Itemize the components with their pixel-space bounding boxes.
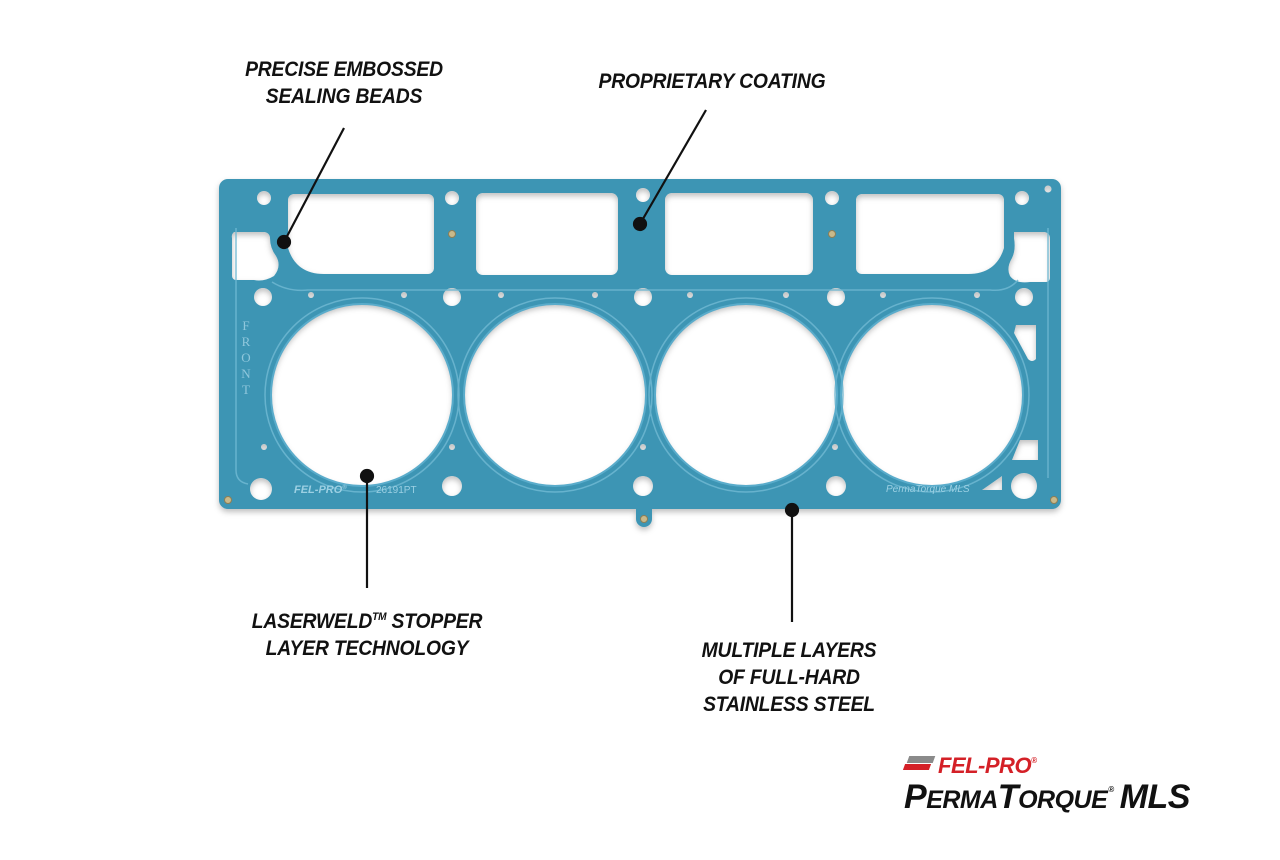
- callout-stopper-word: STOPPER: [386, 610, 483, 633]
- front-marking: FRONT: [241, 318, 251, 397]
- brand-logo: FEL-PRO® PERMATORQUE®MLS: [902, 750, 1224, 815]
- logo-mls: MLS: [1119, 778, 1191, 816]
- callout-text-line: PRECISE EMBOSSED: [245, 58, 443, 81]
- callout-text-line: STAINLESS STEEL: [703, 693, 875, 716]
- callout-text-line: MULTIPLE LAYERS: [701, 639, 877, 662]
- callout-text-line: LAYER TECHNOLOGY: [265, 637, 469, 660]
- felpro-brand-text: FEL-PRO: [938, 752, 1032, 778]
- gasket-body: [219, 179, 1061, 527]
- logo-letter-t: T: [997, 778, 1019, 816]
- logo-letter-p: P: [904, 778, 927, 816]
- trademark-symbol: TM: [372, 611, 387, 623]
- felpro-reg-mark: ®: [1031, 755, 1037, 765]
- gasket-product-mark: PermaTorque MLS: [886, 484, 970, 495]
- callout-proprietary-coating: PROPRIETARY COATING: [583, 68, 841, 95]
- logo-orque: ORQUE: [1018, 786, 1108, 814]
- felpro-flag-icon: [902, 756, 936, 770]
- callout-laserweld: LASERWELDTM STOPPER LAYER TECHNOLOGY: [237, 604, 496, 662]
- callout-text-line: SEALING BEADS: [265, 85, 423, 108]
- rivets: [224, 230, 1058, 523]
- permatorque-reg-mark: ®: [1108, 785, 1114, 794]
- callout-text-line: PROPRIETARY COATING: [598, 70, 826, 93]
- leader-lines: [276, 109, 800, 622]
- felpro-wordmark: FEL-PRO®: [938, 750, 1037, 778]
- callout-text-line: OF FULL-HARD: [718, 666, 860, 689]
- callout-multiple-layers: MULTIPLE LAYERS OF FULL-HARD STAINLESS S…: [685, 637, 893, 718]
- logo-erma: ERMA: [926, 786, 998, 814]
- gasket-brand-reg: ®: [342, 485, 347, 491]
- gasket-brand-mark: FEL-PRO®: [294, 484, 347, 496]
- sealing-beads: [235, 228, 1049, 493]
- callout-laserweld-word: LASERWELD: [251, 610, 373, 633]
- bore-edges: [270, 303, 1024, 487]
- permatorque-wordmark: PERMATORQUE® MLS: [904, 772, 1190, 822]
- part-number: 26191PT: [376, 485, 417, 496]
- gasket-brand-text: FEL-PRO: [294, 484, 343, 496]
- callout-text-line: LASERWELDTM STOPPER: [237, 604, 496, 635]
- callout-sealing-beads: PRECISE EMBOSSED SEALING BEADS: [234, 56, 455, 110]
- felpro-logo: FEL-PRO®: [902, 750, 1037, 778]
